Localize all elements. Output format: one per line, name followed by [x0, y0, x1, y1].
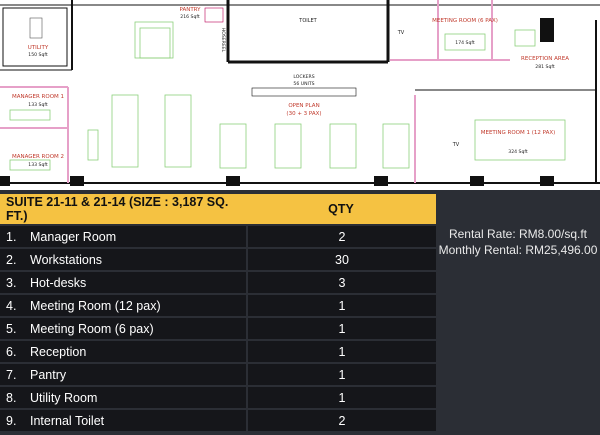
manager-room-2: MANAGER ROOM 2 133 Sqft: [9, 154, 64, 171]
hosereel-label: HOSEREEL: [220, 28, 226, 53]
rental-info: Rental Rate: RM8.00/sq.ft Monthly Rental…: [436, 226, 600, 258]
table-row: 9. Internal Toilet 2: [0, 410, 436, 431]
meeting-room-6: MEETING ROOM (6 PAX) 174 Sqft TV: [397, 18, 498, 51]
row-item: Hot-desks: [24, 272, 246, 293]
row-qty: 1: [248, 387, 436, 408]
manager-room-2-label: MANAGER ROOM 2: [12, 154, 64, 160]
toilet: TOILET: [298, 18, 317, 24]
row-item: Meeting Room (6 pax): [24, 318, 246, 339]
table-row: 8. Utility Room 1: [0, 387, 436, 408]
building-walls: [0, 0, 600, 184]
table-header: SUITE 21-11 & 21-14 (SIZE : 3,187 SQ. FT…: [0, 194, 436, 224]
suite-table: SUITE 21-11 & 21-14 (SIZE : 3,187 SQ. FT…: [0, 194, 436, 431]
utility-room-label: UTILITY: [28, 45, 49, 51]
row-number: 9.: [0, 410, 24, 431]
row-qty: 1: [248, 295, 436, 316]
table-row: 6. Reception 1: [0, 341, 436, 362]
table-row: 5. Meeting Room (6 pax) 1: [0, 318, 436, 339]
manager-room-1-size: 133 Sqft: [28, 102, 48, 108]
row-qty: 3: [248, 272, 436, 293]
workstations: [87, 27, 410, 169]
row-item: Reception: [24, 341, 246, 362]
reception-label: RECEPTION AREA: [521, 56, 569, 62]
row-number: 2.: [0, 249, 24, 270]
pantry-size: 216 Sqft: [180, 14, 200, 20]
meeting-room-6-label: MEETING ROOM (6 PAX): [432, 18, 498, 24]
toilet-label: TOILET: [298, 18, 317, 24]
row-qty: 2: [248, 226, 436, 247]
table-row: 3. Hot-desks 3: [0, 272, 436, 293]
row-qty: 2: [248, 410, 436, 431]
row-number: 7.: [0, 364, 24, 385]
row-qty: 1: [248, 318, 436, 339]
room-partitions: [0, 0, 510, 183]
table-row: 1. Manager Room 2: [0, 226, 436, 247]
meeting-room-12-size: 324 Sqft: [508, 149, 528, 155]
row-qty: 1: [248, 364, 436, 385]
table-row: 4. Meeting Room (12 pax) 1: [0, 295, 436, 316]
tv-label-mid: TV: [452, 142, 460, 148]
row-number: 3.: [0, 272, 24, 293]
row-qty: 1: [248, 341, 436, 362]
manager-room-1-label: MANAGER ROOM 1: [12, 94, 64, 100]
structural-columns: [0, 18, 554, 186]
table-header-qty: QTY: [328, 202, 354, 216]
utility-room-size: 150 Sqft: [28, 52, 48, 58]
meeting-room-6-size: 174 Sqft: [455, 40, 475, 46]
open-plan-label: OPEN PLAN: [288, 103, 319, 109]
monthly-rental: Monthly Rental: RM25,496.00: [438, 243, 598, 257]
reception-size: 281 Sqft: [535, 64, 555, 70]
row-number: 5.: [0, 318, 24, 339]
row-item: Utility Room: [24, 387, 246, 408]
meeting-room-12: MEETING ROOM 1 (12 PAX) 324 Sqft TV: [452, 119, 566, 161]
rental-rate: Rental Rate: RM8.00/sq.ft: [448, 227, 588, 241]
utility-room: UTILITY 150 Sqft: [2, 7, 68, 67]
open-plan-pax: (30 + 3 PAX): [286, 111, 321, 117]
manager-room-1: MANAGER ROOM 1 133 Sqft: [9, 94, 64, 121]
lockers-units: 56 UNITS: [293, 81, 314, 87]
floor-plan: UTILITY 150 Sqft MANAGER ROOM 1 133 Sqft…: [0, 0, 600, 190]
pantry-label: PANTRY: [179, 7, 201, 13]
manager-room-2-size: 133 Sqft: [28, 162, 48, 168]
lockers-label: LOCKERS: [293, 74, 314, 80]
table-header-title: SUITE 21-11 & 21-14 (SIZE : 3,187 SQ. FT…: [6, 195, 229, 223]
meeting-room-12-label: MEETING ROOM 1 (12 PAX): [481, 130, 556, 136]
row-qty: 30: [248, 249, 436, 270]
row-number: 4.: [0, 295, 24, 316]
row-number: 1.: [0, 226, 24, 247]
row-number: 8.: [0, 387, 24, 408]
row-item: Pantry: [24, 364, 246, 385]
lockers: LOCKERS 56 UNITS: [251, 74, 357, 97]
row-item: Meeting Room (12 pax): [24, 295, 246, 316]
floor-plan-drawing: UTILITY 150 Sqft MANAGER ROOM 1 133 Sqft…: [0, 0, 600, 186]
pantry: PANTRY 216 Sqft HOSEREEL: [134, 7, 226, 59]
row-item: Manager Room: [24, 226, 246, 247]
row-number: 6.: [0, 341, 24, 362]
table-row: 2. Workstations 30: [0, 249, 436, 270]
table-row: 7. Pantry 1: [0, 364, 436, 385]
row-item: Internal Toilet: [24, 410, 246, 431]
open-plan: OPEN PLAN (30 + 3 PAX): [286, 103, 321, 117]
reception-area: RECEPTION AREA 281 Sqft: [514, 29, 569, 70]
row-item: Workstations: [24, 249, 246, 270]
tv-label-top: TV: [397, 30, 405, 36]
